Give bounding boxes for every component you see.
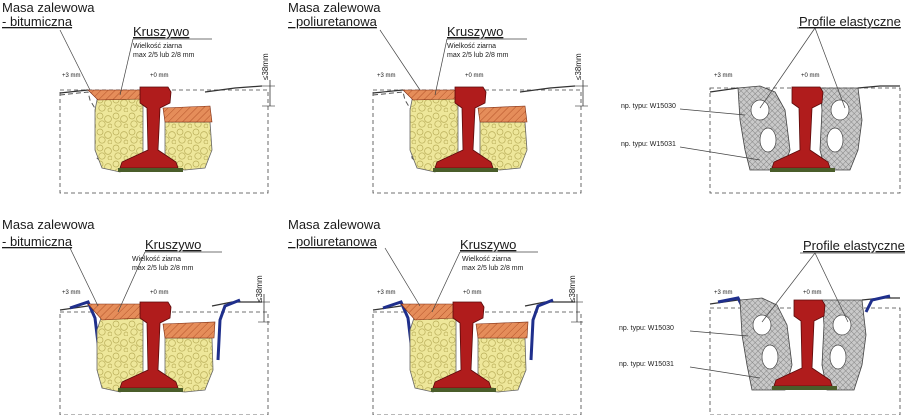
rail-profile [432, 301, 492, 389]
rail-profile [771, 86, 831, 169]
aggregate-label: Kruszywo [133, 24, 189, 39]
profile-type-1: np. typu: W15030 [619, 325, 674, 332]
rail-pad [433, 168, 498, 172]
leader-profile-1 [759, 27, 816, 109]
depth-label: ≤38mm [255, 275, 264, 302]
road-surface-line [59, 85, 263, 94]
panel-bitumen-top [59, 29, 275, 194]
leader-profile-2 [814, 252, 849, 323]
level-left-label: +3 mm [377, 290, 396, 296]
profile-label: Profile elastyczne [803, 238, 905, 253]
aggregate-label: Kruszywo [447, 24, 503, 39]
level-rail-label: +0 mm [465, 73, 484, 79]
fill-compound-right [475, 321, 529, 339]
grain-size-value: max 2/5 lub 2/8 mm [447, 52, 509, 59]
leader-profile-1 [761, 252, 816, 323]
fill-type-sublabel: - poliuretanowa [288, 14, 378, 29]
level-rail-label: +0 mm [150, 73, 169, 79]
rail-profile [119, 86, 179, 169]
level-left-label: +3 mm [714, 73, 733, 79]
grain-size-value: max 2/5 lub 2/8 mm [132, 265, 194, 272]
leader-profile-2 [814, 27, 846, 109]
grain-size-label: Wielkość ziarna [133, 43, 182, 50]
edge-strip-right [216, 298, 241, 361]
level-left-label: +3 mm [62, 290, 81, 296]
fill-compound-left [402, 89, 459, 101]
slab-outline [59, 89, 269, 194]
rail-profile [773, 299, 833, 387]
level-rail-label: +0 mm [150, 290, 169, 296]
leader-type-2 [689, 366, 761, 379]
fill-compound-right [477, 105, 528, 123]
leader-fill [59, 29, 91, 91]
rail-profile [434, 86, 494, 169]
rail-pad [118, 168, 183, 172]
rail-pad [118, 388, 183, 392]
rail-pad [431, 388, 496, 392]
fill-type-label: Masa zalewowa [2, 217, 95, 232]
aggregate-label: Kruszywo [145, 237, 201, 252]
fill-type-sublabel: - bitumiczna [2, 14, 73, 29]
level-rail-label: +0 mm [801, 73, 820, 79]
depth-label: ≤38mm [568, 275, 577, 302]
leader-aggregate [431, 251, 461, 313]
leader-fill [379, 29, 421, 91]
rail-pad [770, 168, 835, 172]
slab-outline [59, 311, 269, 415]
level-rail-label: +0 mm [463, 290, 482, 296]
profile-type-2: np. typu: W15031 [621, 141, 676, 148]
leader-type-1 [689, 330, 749, 337]
panel-polyurethane-top [372, 29, 588, 194]
leader-type-2 [679, 146, 761, 161]
aggregate-label: Kruszywo [460, 237, 516, 252]
level-rail-label: +0 mm [803, 290, 822, 296]
panel-elastic-bottom [689, 252, 905, 415]
depth-label: ≤38mm [574, 53, 583, 80]
fill-type-label: Masa zalewowa [2, 0, 95, 15]
rail-pad [772, 386, 837, 390]
level-left-label: +3 mm [377, 73, 396, 79]
leader-fill [69, 247, 99, 307]
road-surface-line [372, 85, 576, 94]
leader-fill [384, 247, 421, 307]
profile-label: Profile elastyczne [799, 14, 901, 29]
level-left-label: +3 mm [62, 73, 81, 79]
fill-type-sublabel: - poliuretanowa [288, 234, 378, 249]
grain-size-label: Wielkość ziarna [132, 256, 181, 263]
panel-bitumen-bottom [59, 247, 270, 415]
profile-type-1: np. typu: W15030 [621, 103, 676, 110]
panel-elastic-top [679, 27, 901, 194]
depth-label: ≤38mm [261, 53, 270, 80]
leader-type-1 [679, 108, 746, 116]
slab-outline [372, 89, 582, 194]
grain-size-label: Wielkość ziarna [447, 43, 496, 50]
grain-size-value: max 2/5 lub 2/8 mm [133, 52, 195, 59]
rail-profile [119, 301, 179, 389]
fill-compound-right [162, 105, 213, 123]
edge-strip-right [529, 298, 554, 361]
panel-polyurethane-bottom [372, 247, 583, 415]
grain-size-label: Wielkość ziarna [462, 256, 511, 263]
fill-compound-right [162, 321, 216, 339]
fill-type-label: Masa zalewowa [288, 0, 381, 15]
edge-strip-right [864, 294, 891, 313]
grain-size-value: max 2/5 lub 2/8 mm [462, 265, 524, 272]
fill-type-sublabel: - bitumiczna [2, 234, 73, 249]
fill-compound-left [87, 89, 144, 101]
profile-type-2: np. typu: W15031 [619, 361, 674, 368]
leader-aggregate [434, 38, 448, 96]
road-surface-line [709, 85, 900, 93]
level-left-label: +3 mm [714, 290, 733, 296]
leader-aggregate [117, 251, 146, 313]
fill-type-label: Masa zalewowa [288, 217, 381, 232]
slab-outline [372, 311, 582, 415]
leader-aggregate [119, 38, 134, 96]
